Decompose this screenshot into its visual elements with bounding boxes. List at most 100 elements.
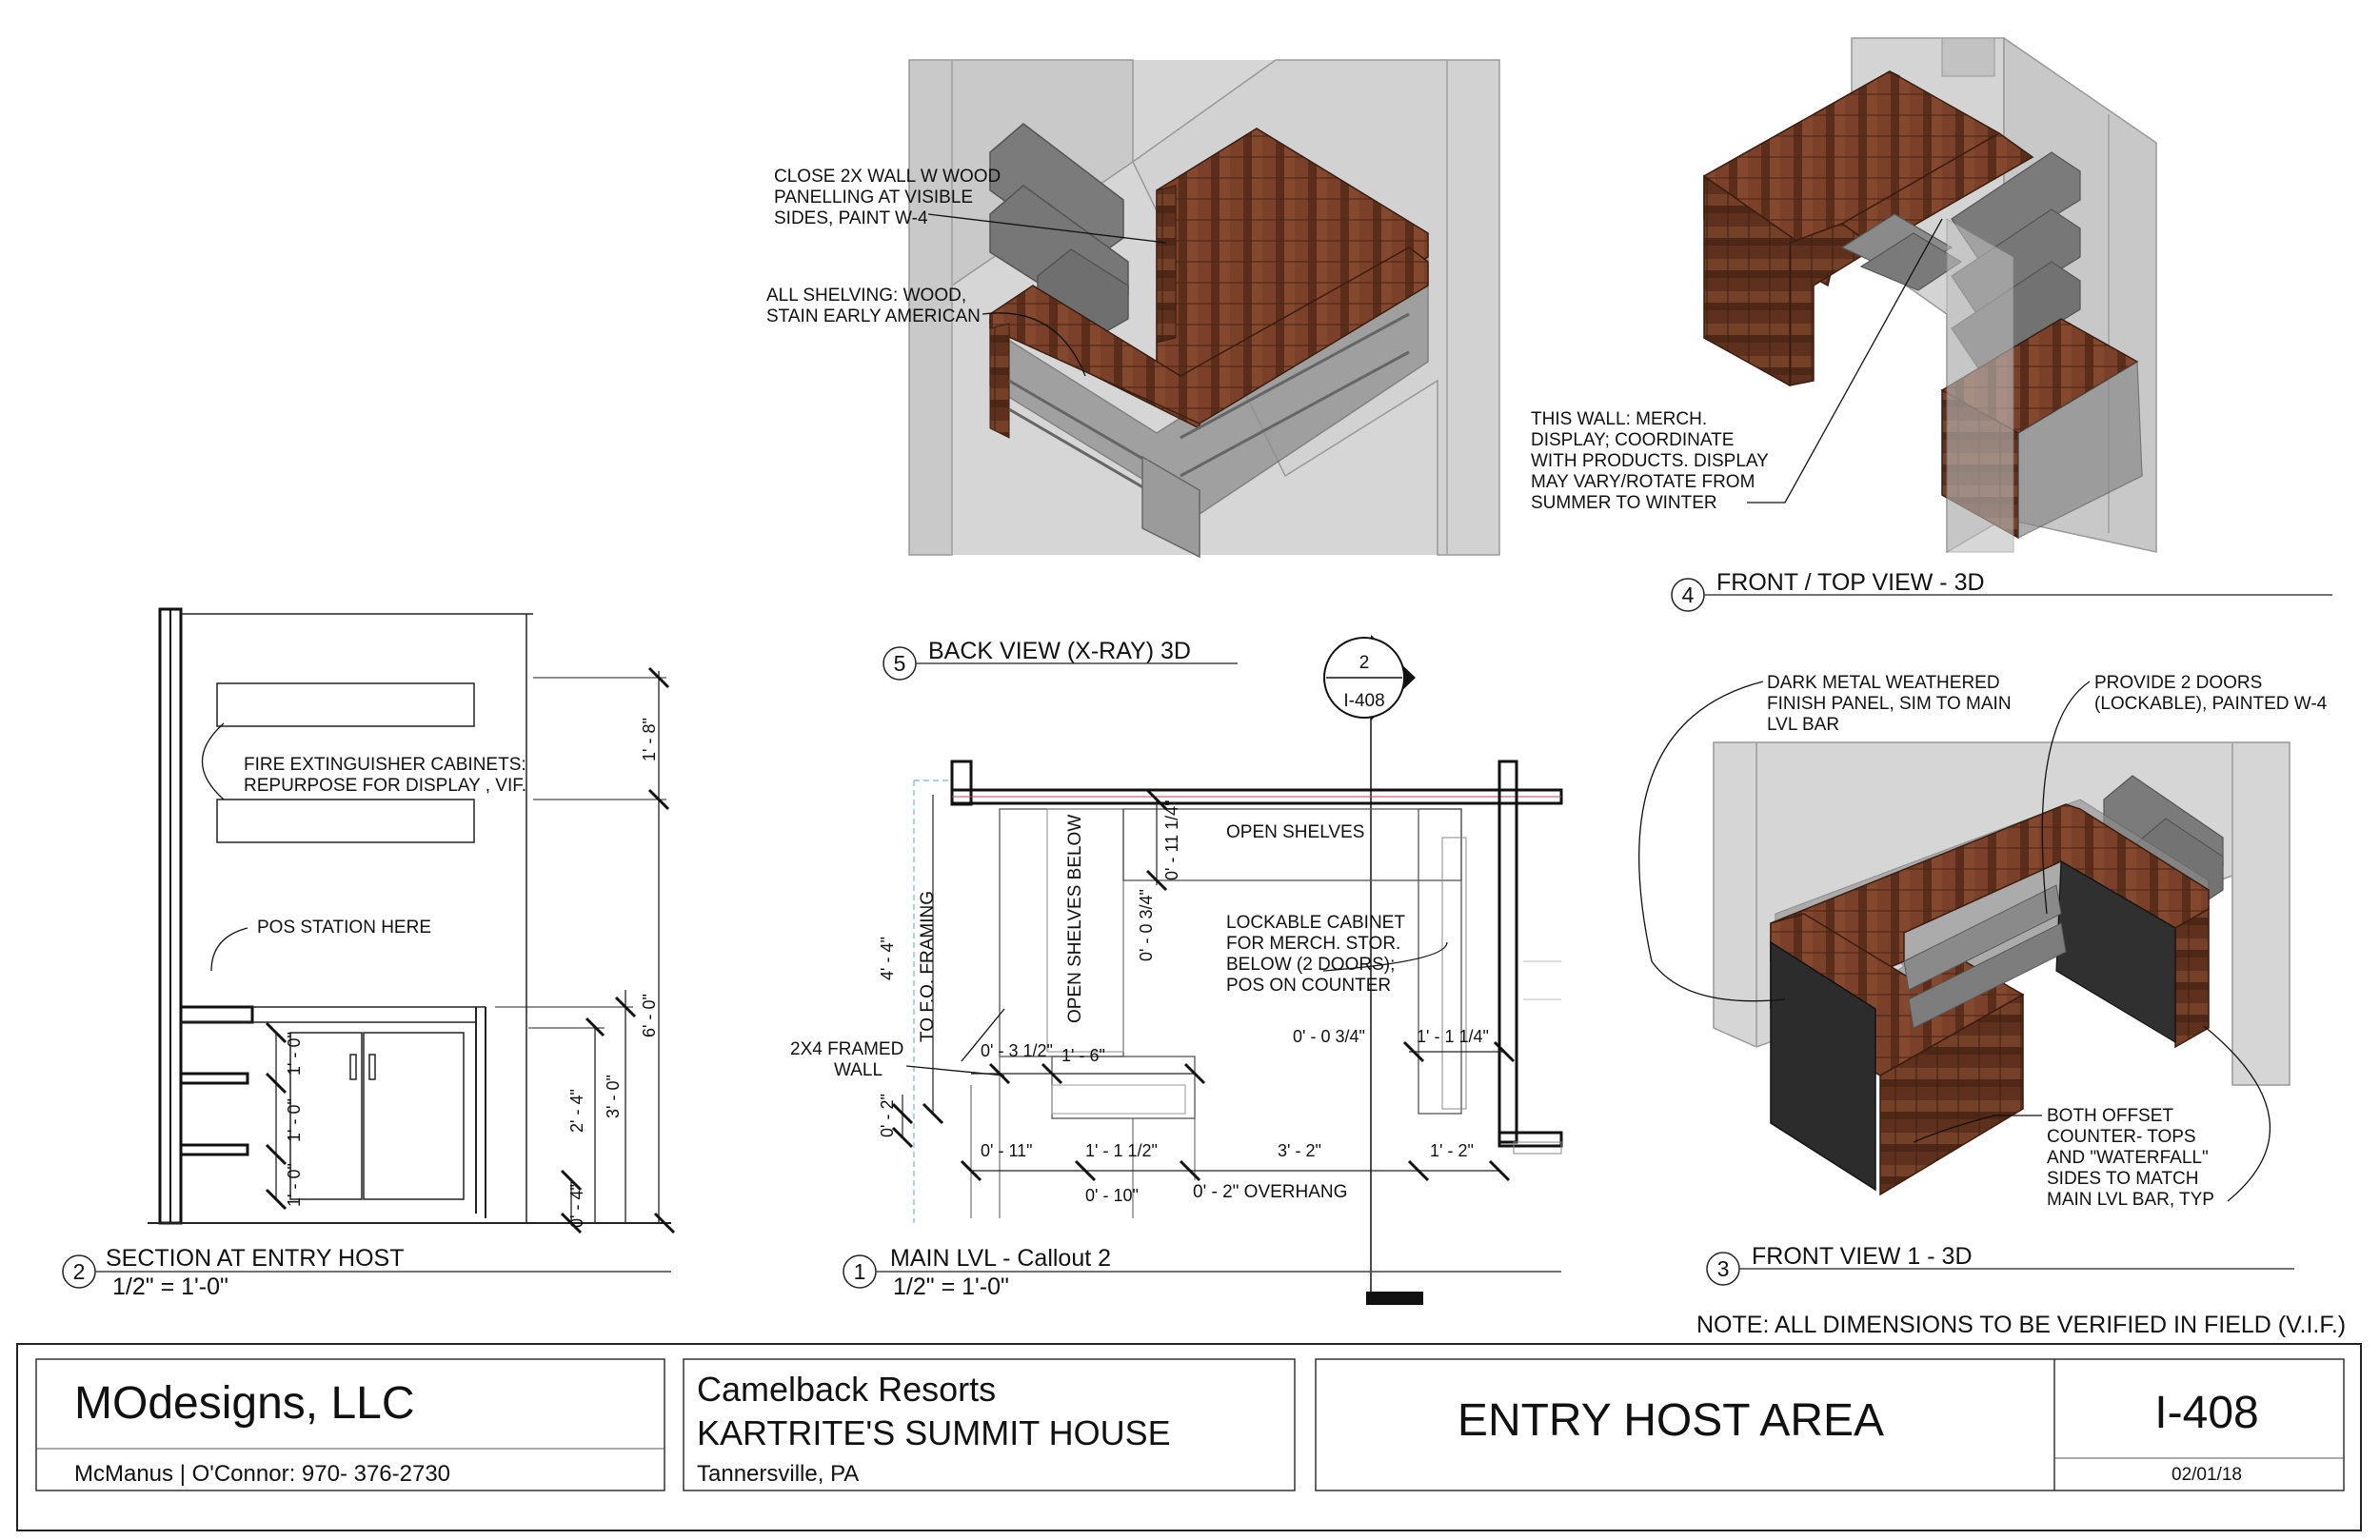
counter-back — [989, 128, 1429, 559]
svg-text:SUMMER TO WINTER: SUMMER TO WINTER — [1531, 493, 1717, 513]
note-lockable: LOCKABLE CABINET — [1226, 913, 1405, 933]
sheet-number: I-408 — [2154, 1388, 2258, 1438]
firm-contact: McManus | O'Connor: 970- 376-2730 — [74, 1461, 450, 1487]
note-to-fo-framing: TO F.O. FRAMING — [918, 891, 938, 1042]
view-title-3: 3 FRONT VIEW 1 - 3D — [1706, 1243, 2294, 1286]
svg-text:FOR MERCH. STOR.: FOR MERCH. STOR. — [1226, 934, 1400, 954]
dim-0-2-v: 0' - 2" — [878, 1094, 897, 1137]
note-open-shelves: OPEN SHELVES — [1226, 822, 1364, 842]
view-3-title: FRONT VIEW 1 - 3D — [1752, 1243, 1973, 1270]
dim-3-2: 3' - 2" — [1278, 1141, 1321, 1160]
svg-text:BELOW (2 DOORS);: BELOW (2 DOORS); — [1226, 955, 1395, 975]
svg-text:4: 4 — [1682, 582, 1695, 607]
dim-4-4: 4' - 4" — [878, 937, 897, 980]
verify-note: NOTE: ALL DIMENSIONS TO BE VERIFIED IN F… — [1696, 1312, 2346, 1338]
svg-text:5: 5 — [894, 651, 906, 676]
sheet-title: ENTRY HOST AREA — [1458, 1395, 1884, 1446]
svg-text:PANELLING AT VISIBLE: PANELLING AT VISIBLE — [774, 188, 973, 207]
svg-text:1: 1 — [854, 1259, 866, 1284]
fire-ext-cabinet-upper — [216, 682, 475, 727]
title-block: MOdesigns, LLC McManus | O'Connor: 970- … — [16, 1343, 2362, 1531]
view-4-notes: THIS WALL: MERCH. DISPLAY; COORDINATE WI… — [1531, 218, 1943, 513]
view-title-2: 2 SECTION AT ENTRY HOST 1/2" = 1'-0" — [62, 1245, 671, 1300]
fire-ext-cabinet-lower — [216, 799, 475, 843]
dim-1-0-a: 1' - 0" — [285, 1032, 304, 1076]
view-title-4: 4 FRONT / TOP VIEW - 3D — [1671, 569, 2332, 612]
dim-0-4: 0' - 4" — [567, 1184, 586, 1228]
sheet-date: 02/01/18 — [2172, 1465, 2242, 1485]
section-tag-num: 2 — [1359, 653, 1370, 673]
dim-0-0-34-v: 0' - 0 3/4" — [1137, 889, 1156, 961]
cabinet-door-left — [289, 1032, 363, 1200]
svg-text:FINISH PANEL, SIM TO MAIN: FINISH PANEL, SIM TO MAIN — [1767, 694, 2012, 714]
note-close-wall: CLOSE 2X WALL W WOOD — [774, 167, 1001, 187]
view-2-section: FIRE EXTINGUISHER CABINETS: REPURPOSE FO… — [148, 607, 676, 1234]
view-3-notes: DARK METAL WEATHERED FINISH PANEL, SIM T… — [1638, 673, 2328, 1210]
view-1-plan — [891, 714, 1563, 1305]
note-fire-ext: FIRE EXTINGUISHER CABINETS: — [244, 755, 526, 775]
section-tag-sheet: I-408 — [1343, 691, 1384, 711]
view-3-front — [1713, 741, 2291, 1196]
dim-2-4: 2' - 4" — [567, 1089, 586, 1133]
svg-text:MAIN LVL BAR, TYP: MAIN LVL BAR, TYP — [2047, 1190, 2214, 1210]
svg-text:2: 2 — [73, 1259, 86, 1284]
svg-text:WALL: WALL — [834, 1060, 883, 1080]
view-1-labels: OPEN SHELVES OPEN SHELVES BELOW TO F.O. … — [790, 800, 1489, 1205]
svg-text:COUNTER- TOPS: COUNTER- TOPS — [2047, 1127, 2196, 1147]
client-name: Camelback Resorts — [697, 1370, 996, 1409]
view-1-title: MAIN LVL - Callout 2 — [890, 1245, 1111, 1272]
dim-6-0: 6' - 0" — [640, 994, 659, 1037]
svg-text:DISPLAY; COORDINATE: DISPLAY; COORDINATE — [1531, 430, 1734, 450]
view-5-title: BACK VIEW (X-RAY) 3D — [928, 638, 1191, 664]
svg-text:MAY VARY/ROTATE FROM: MAY VARY/ROTATE FROM — [1531, 472, 1755, 492]
svg-text:REPURPOSE FOR DISPLAY , VIF.: REPURPOSE FOR DISPLAY , VIF. — [244, 776, 526, 796]
dim-1-2: 1' - 2" — [1430, 1141, 1474, 1160]
svg-text:POS ON COUNTER: POS ON COUNTER — [1226, 976, 1391, 996]
note-provide-doors: PROVIDE 2 DOORS — [2094, 673, 2262, 693]
svg-text:3: 3 — [1717, 1256, 1730, 1281]
project-box — [683, 1358, 1296, 1491]
sheet-box — [1315, 1358, 2345, 1491]
svg-text:(LOCKABLE), PAINTED W-4: (LOCKABLE), PAINTED W-4 — [2094, 694, 2328, 714]
view-5-back-xray — [908, 59, 1500, 559]
view-5-notes: CLOSE 2X WALL W WOOD PANELLING AT VISIBL… — [766, 167, 1167, 377]
svg-text:LVL BAR: LVL BAR — [1767, 715, 1839, 735]
dim-1-0-c: 1' - 0" — [285, 1163, 304, 1207]
firm-name: MOdesigns, LLC — [74, 1378, 415, 1429]
note-this-wall: THIS WALL: MERCH. — [1531, 409, 1707, 429]
dim-1-0-b: 1' - 0" — [285, 1098, 304, 1142]
cabinet-door-right — [363, 1032, 465, 1200]
note-dark-metal: DARK METAL WEATHERED — [1767, 673, 2000, 693]
note-framed-wall: 2X4 FRAMED — [790, 1039, 903, 1059]
note-overhang: 0' - 2" OVERHANG — [1193, 1182, 1347, 1202]
firm-box — [35, 1358, 665, 1491]
section-cut-bar — [1366, 1292, 1423, 1305]
dim-0-0-34-h: 0' - 0 3/4" — [1293, 1027, 1365, 1046]
view-4-front-top — [1702, 36, 2157, 554]
view-2-title: SECTION AT ENTRY HOST — [106, 1245, 405, 1272]
note-all-shelving: ALL SHELVING: WOOD, — [766, 286, 966, 306]
project-location: Tannersville, PA — [697, 1461, 859, 1487]
note-open-shelves-below: OPEN SHELVES BELOW — [1065, 815, 1085, 1023]
view-title-5: 5 BACK VIEW (X-RAY) 3D — [883, 638, 1238, 681]
view-title-1: 1 MAIN LVL - Callout 2 1/2" = 1'-0" — [843, 1245, 1561, 1300]
view-2-scale: 1/2" = 1'-0" — [112, 1273, 228, 1300]
dim-1-8: 1' - 8" — [640, 718, 659, 761]
note-offset-tops: BOTH OFFSET — [2047, 1106, 2173, 1126]
dim-0-3-12: 0' - 3 1/2" — [981, 1041, 1053, 1060]
svg-text:AND "WATERFALL": AND "WATERFALL" — [2047, 1148, 2209, 1168]
dim-0-10: 0' - 10" — [1085, 1186, 1139, 1205]
dim-0-11-14: 0' - 11 1/4" — [1162, 800, 1181, 880]
note-pos-station: POS STATION HERE — [257, 918, 431, 938]
svg-text:SIDES, PAINT W-4: SIDES, PAINT W-4 — [774, 208, 928, 228]
svg-text:SIDES TO MATCH: SIDES TO MATCH — [2047, 1169, 2198, 1189]
dim-0-11: 0' - 11" — [981, 1141, 1033, 1160]
svg-text:STAIN EARLY AMERICAN: STAIN EARLY AMERICAN — [766, 306, 981, 326]
dim-3-0: 3' - 0" — [604, 1075, 623, 1118]
dim-1-1-12: 1' - 1 1/2" — [1085, 1141, 1158, 1160]
svg-text:WITH PRODUCTS. DISPLAY: WITH PRODUCTS. DISPLAY — [1531, 451, 1769, 471]
section-tag: 2 I-408 — [1323, 635, 1416, 721]
project-name: KARTRITE'S SUMMIT HOUSE — [697, 1413, 1171, 1452]
view-1-scale: 1/2" = 1'-0" — [893, 1273, 1009, 1300]
